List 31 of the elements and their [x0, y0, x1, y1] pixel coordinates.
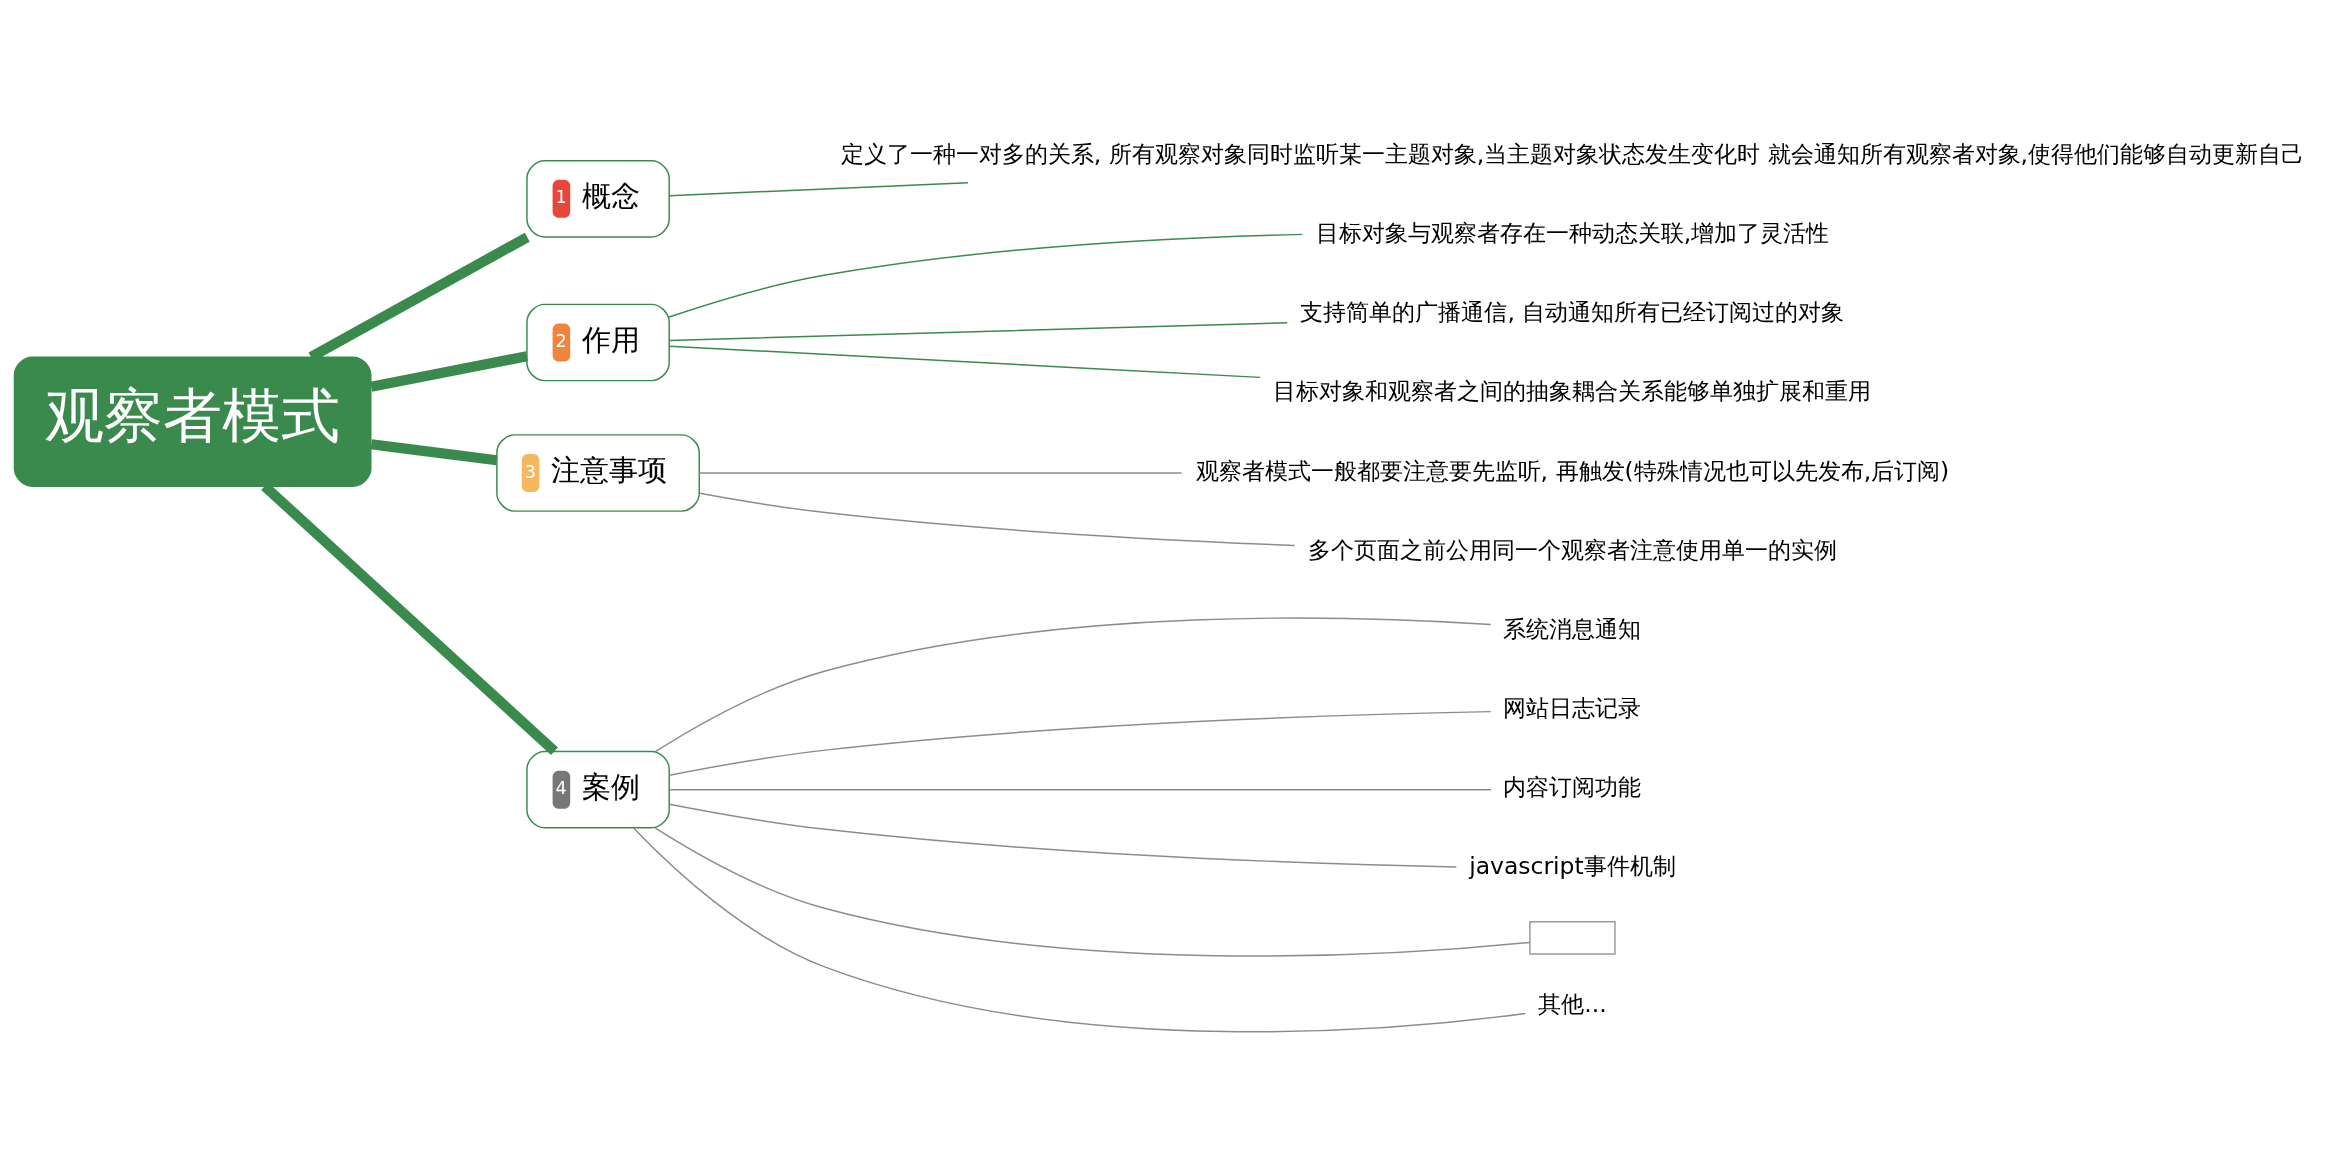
connector — [698, 471, 1183, 474]
node-box: 观察者模式 — [13, 355, 372, 487]
connector — [668, 788, 1492, 790]
connector — [699, 492, 1296, 546]
node-text: 支持简单的广播通信, 自动通知所有已经订阅过的对象 — [1300, 297, 1845, 326]
node-text: 系统消息通知 — [1503, 614, 1642, 643]
connector — [668, 321, 1288, 341]
connector — [668, 233, 1303, 318]
node-text: 内容订阅功能 — [1503, 772, 1642, 801]
node-text: 其他... — [1538, 989, 1607, 1018]
node-box: 2 作用 — [526, 303, 670, 381]
connector — [370, 438, 498, 465]
node-text: 多个页面之前公用同一个观察者注意使用单一的实例 — [1307, 535, 1837, 564]
connector — [370, 350, 528, 392]
connector — [668, 710, 1492, 776]
connector — [668, 802, 1458, 868]
node-text: javascript事件机制 — [1469, 851, 1676, 880]
node-text: 定义了一种一对多的关系, 所有观察对象同时监听某一主题对象,当主题对象状态发生变化时 就会通知所有观察者对象,使得他们能够自动更新自己 — [840, 139, 2305, 168]
connector — [654, 826, 1531, 957]
connector — [633, 826, 1527, 1032]
node-box — [1529, 920, 1616, 955]
connector — [668, 181, 969, 196]
node-box: 1 概念 — [526, 159, 670, 238]
node-text: 目标对象和观察者之间的抽象耦合关系能够单独扩展和重用 — [1273, 376, 1872, 405]
node-text: 目标对象与观察者存在一种动态关联,增加了灵活性 — [1315, 218, 1830, 247]
connector — [654, 616, 1492, 752]
node-text: 网站日志记录 — [1503, 693, 1642, 722]
node-box: 4 案例 — [526, 750, 670, 829]
connector — [668, 344, 1261, 378]
node-box: 3 注意事项 — [496, 433, 700, 512]
node-text: 观察者模式一般都要注意要先监听, 再触发(特殊情况也可以先发布,后订阅) — [1195, 456, 1950, 485]
